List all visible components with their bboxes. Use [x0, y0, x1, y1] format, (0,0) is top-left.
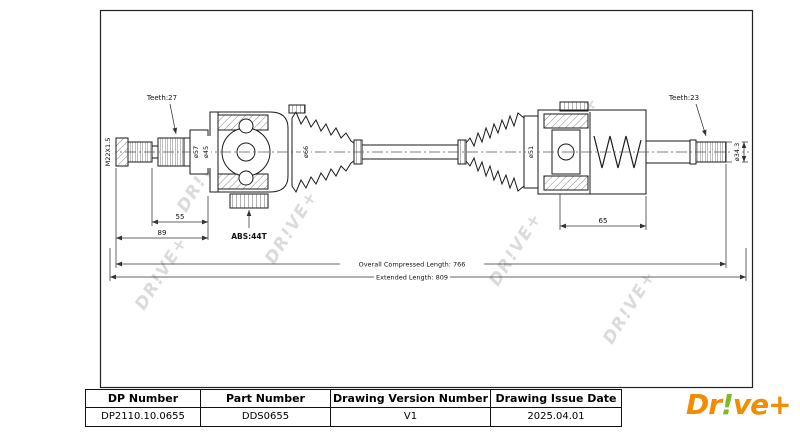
- dim-55-label: 55: [176, 213, 185, 221]
- brand-logo: Dr!ve+: [686, 388, 792, 421]
- dim-89-label: 89: [158, 229, 167, 237]
- issue-date-value: 2025.04.01: [527, 411, 585, 422]
- dia-left-inner-label: ø45: [202, 146, 210, 158]
- abs-label: ABS:44T: [231, 232, 267, 241]
- dp-number-header: DP Number: [86, 390, 201, 408]
- overall-length-label: Overall Compressed Length: 766: [359, 261, 466, 269]
- part-number-value: DDS0655: [201, 408, 331, 426]
- teeth-left-label: Teeth:27: [146, 94, 177, 102]
- logo-text-ve: ve+: [732, 388, 792, 421]
- part-number-header: Part Number: [201, 390, 331, 408]
- dia-left-outer-label: ø57: [192, 146, 200, 158]
- drawing-version-value: V1: [331, 408, 491, 426]
- extended-length-label: Extended Length: 809: [376, 274, 448, 282]
- dia-boot-right-label: ø51: [527, 146, 535, 158]
- dp-number-value: DP2110.10.0655: [86, 408, 201, 426]
- thread-label: M22X1.5: [104, 138, 112, 167]
- dim-65-label: 65: [599, 217, 608, 225]
- dia-boot-left-label: ø66: [302, 146, 310, 158]
- drawing-version-header: Drawing Version Number: [331, 390, 491, 408]
- teeth-right-label: Teeth:23: [668, 94, 699, 102]
- dia-right-end-label: ø34.3: [733, 143, 741, 161]
- title-block: DP Number Part Number Drawing Version Nu…: [85, 389, 622, 427]
- logo-text-dr: Dr: [686, 388, 722, 421]
- joint-spring: [593, 135, 642, 169]
- issue-date-header: Drawing Issue Date: [491, 390, 621, 408]
- logo-bang-icon: !: [721, 388, 734, 421]
- right-joint-housing: [523, 101, 647, 195]
- dimension-labels: Teeth:27 Teeth:23 M22X1.5 ø57 ø45 ø66 ø5…: [104, 94, 742, 282]
- left-boot-clamp: [288, 104, 306, 114]
- sheet-border: [99, 9, 754, 389]
- abs-ring: [229, 193, 269, 209]
